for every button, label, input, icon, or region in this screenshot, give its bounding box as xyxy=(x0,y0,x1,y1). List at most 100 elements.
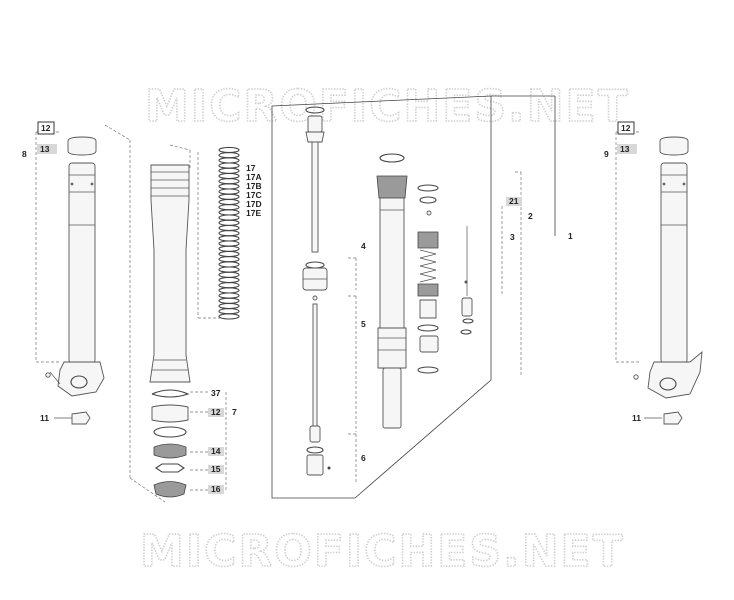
spring-group: 17 17A 17B 17C 17D 17E xyxy=(197,146,262,320)
adjuster-needle xyxy=(312,303,318,427)
kit-callout-16: 16 xyxy=(211,484,221,494)
cartridge-tube-assembly xyxy=(376,153,408,429)
oil-seal xyxy=(153,443,187,459)
cartridge-frame: 1 2 21 3 4 5 6 xyxy=(271,95,573,499)
spring-coil xyxy=(218,219,240,226)
spring-coil xyxy=(218,183,240,190)
spring-callout-17b: 17B xyxy=(246,181,262,191)
spring-coil xyxy=(218,188,240,195)
valve-body xyxy=(419,335,439,353)
left-callout-8: 8 xyxy=(22,149,27,159)
spring-coil xyxy=(218,178,240,185)
left-fork-leg: 12 13 8 11 xyxy=(22,121,166,503)
spring-callout-17d: 17D xyxy=(246,199,262,209)
spring-callout-17a: 17A xyxy=(246,172,262,182)
spring-callout-17c: 17C xyxy=(246,190,262,200)
left-callout-box-12 xyxy=(37,121,55,135)
right-inner-tube xyxy=(660,162,688,364)
spring-coil xyxy=(218,302,240,310)
cartridge-callout-5: 5 xyxy=(361,319,366,329)
left-callout-12: 12 xyxy=(41,123,51,133)
cartridge-callout-6: 6 xyxy=(361,453,366,463)
cartridge-callout-3: 3 xyxy=(510,232,515,242)
spring-coil xyxy=(218,240,240,247)
kit-callout-7: 7 xyxy=(232,407,237,417)
spring-coil xyxy=(218,167,240,174)
right-callout-box-12 xyxy=(617,121,635,135)
spring-coil xyxy=(218,271,240,278)
spring-coil xyxy=(218,256,240,263)
spring-coil xyxy=(218,209,240,216)
spring-coil xyxy=(218,204,240,211)
outer-fork-tube xyxy=(149,164,191,383)
spring-coil xyxy=(218,308,240,315)
rod-top-cap xyxy=(307,115,323,133)
cartridge-callout-4: 4 xyxy=(361,241,366,251)
spring-coil xyxy=(218,297,240,304)
cartridge-tube xyxy=(379,197,405,329)
right-callout-13: 13 xyxy=(620,144,630,154)
damper-rod-assembly xyxy=(302,106,331,476)
right-callout-12: 12 xyxy=(621,123,631,133)
cartridge-foot xyxy=(382,367,402,429)
circlip xyxy=(151,389,190,398)
fork-spring xyxy=(218,146,240,320)
kit-callout-37: 37 xyxy=(211,388,221,398)
spring-coil xyxy=(218,287,240,294)
spring-coil xyxy=(218,245,240,252)
spring-coil xyxy=(218,313,240,320)
cartridge-callout-21: 21 xyxy=(509,196,519,206)
spring-coil xyxy=(218,261,240,268)
spring-coil xyxy=(218,172,240,180)
spring-coil xyxy=(218,292,240,299)
watermark-bottom: MICROFICHES.NET xyxy=(140,526,625,577)
left-clamp-bolt xyxy=(45,372,51,378)
spring-coil xyxy=(218,250,240,258)
spring-coil xyxy=(218,230,240,237)
left-fork-cap xyxy=(67,136,97,156)
dust-wiper xyxy=(153,481,187,498)
spring-coil xyxy=(218,157,240,164)
kit-callout-15: 15 xyxy=(211,464,221,474)
guide-bushing xyxy=(151,404,189,423)
spring-callout-17: 17 xyxy=(246,163,256,173)
base-valve xyxy=(306,454,324,476)
right-axle-clamp xyxy=(647,350,703,399)
cartridge-callout-2: 2 xyxy=(528,211,533,221)
left-axle-clamp xyxy=(57,361,105,397)
mid-valve-stack xyxy=(417,184,474,374)
cartridge-callout-1: 1 xyxy=(568,231,573,241)
retaining-ring xyxy=(155,463,185,473)
right-callout-9: 9 xyxy=(604,149,609,159)
damper-rod xyxy=(311,141,319,253)
spring-coil xyxy=(218,193,240,200)
valve-piston xyxy=(417,231,439,249)
spring-coil xyxy=(218,276,240,284)
spring-callout-17e: 17E xyxy=(246,208,261,218)
right-callout-11: 11 xyxy=(632,413,641,423)
spring-coil xyxy=(218,214,240,221)
left-callout-13: 13 xyxy=(40,144,50,154)
kit-callout-12: 12 xyxy=(211,407,221,417)
outer-tube-group: 37 12 7 14 15 16 xyxy=(149,144,237,498)
cartridge-lower-sleeve xyxy=(377,327,407,369)
right-clamp-bolt xyxy=(633,374,639,380)
spring-coil xyxy=(218,152,240,159)
spring-coil xyxy=(218,282,240,289)
watermark-top: MICROFICHES.NET xyxy=(145,81,630,132)
right-fork-cap xyxy=(659,136,689,156)
right-axle-nut xyxy=(663,411,683,425)
spring-coil xyxy=(218,266,240,273)
spring-coil xyxy=(218,146,240,154)
left-callout-11: 11 xyxy=(40,413,49,423)
right-fork-leg: 12 13 9 11 xyxy=(604,121,703,425)
cartridge-top xyxy=(376,175,408,199)
spring-coil xyxy=(218,224,240,232)
kit-callout-14: 14 xyxy=(211,446,221,456)
left-inner-tube xyxy=(68,162,96,364)
spring-coil xyxy=(218,198,240,206)
left-axle-nut xyxy=(71,411,91,425)
spring-coil xyxy=(218,162,240,169)
spring-coil xyxy=(218,235,240,242)
